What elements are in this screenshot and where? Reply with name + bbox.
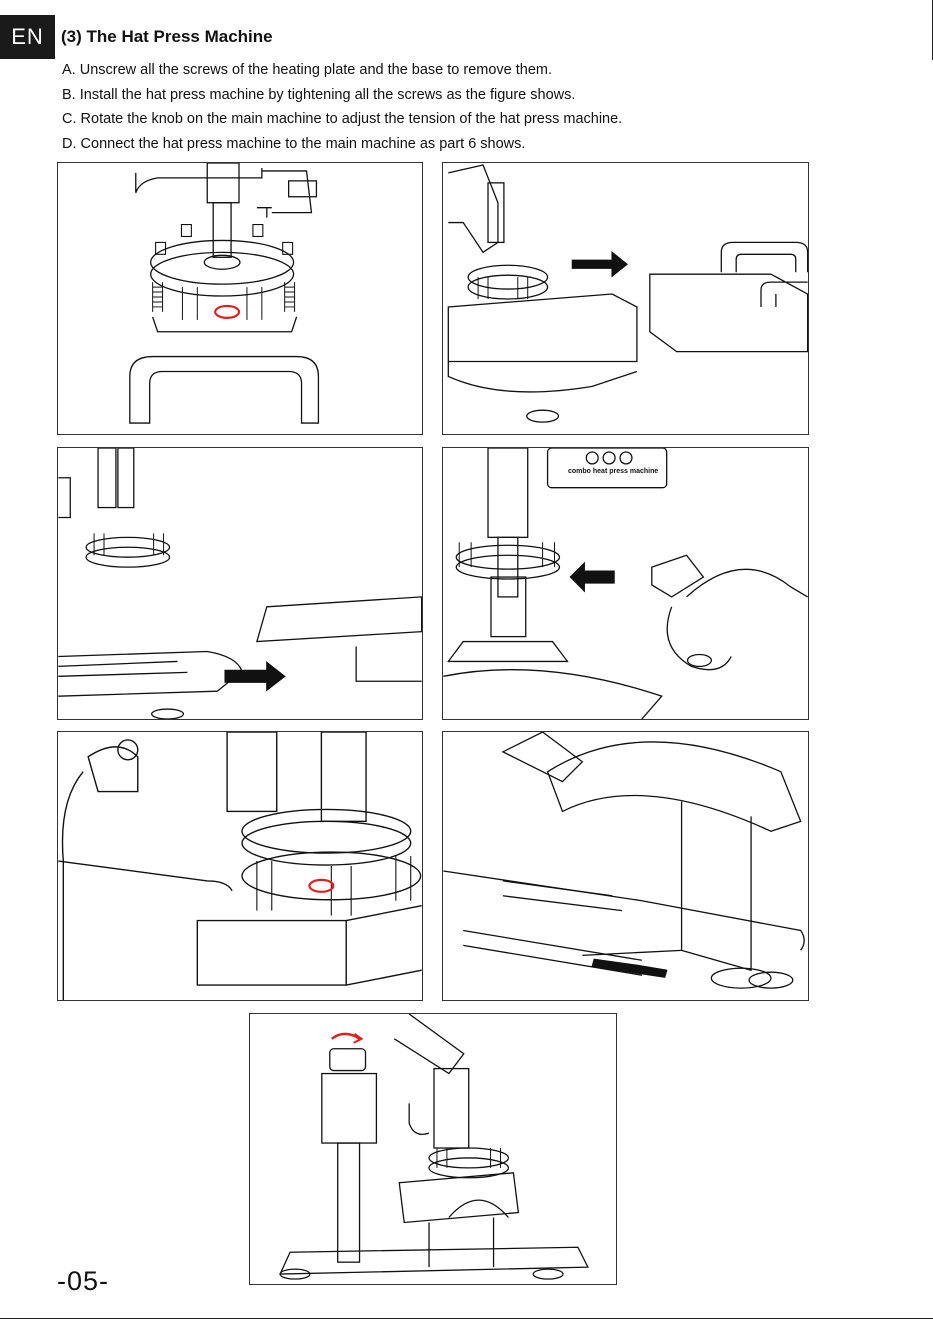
figure-2-remove-plate — [442, 162, 809, 435]
section-title: (3) The Hat Press Machine — [61, 27, 273, 46]
instruction-list: A. Unscrew all the screws of the heating… — [62, 58, 622, 156]
language-tab: EN — [0, 15, 55, 59]
step-b: B. Install the hat press machine by tigh… — [62, 86, 576, 103]
figure-6-slide-into-rail — [442, 731, 809, 1001]
figure-7-assembled-machine — [249, 1013, 617, 1285]
figure-5-tension-knob — [57, 731, 423, 1001]
page-number: -05- — [57, 1266, 110, 1296]
step-a: A. Unscrew all the screws of the heating… — [62, 62, 553, 78]
control-panel-label: combo heat press machine — [568, 468, 659, 475]
figure-4-attach-hat-platen: combo heat press machine — [442, 447, 809, 720]
step-c: C. Rotate the knob on the main machine t… — [62, 111, 623, 127]
figure-3-install-plate — [57, 447, 423, 720]
figure-1-remove-screws — [57, 162, 423, 435]
step-d: D. Connect the hat press machine to the … — [62, 135, 526, 152]
bottom-divider — [0, 1318, 933, 1319]
